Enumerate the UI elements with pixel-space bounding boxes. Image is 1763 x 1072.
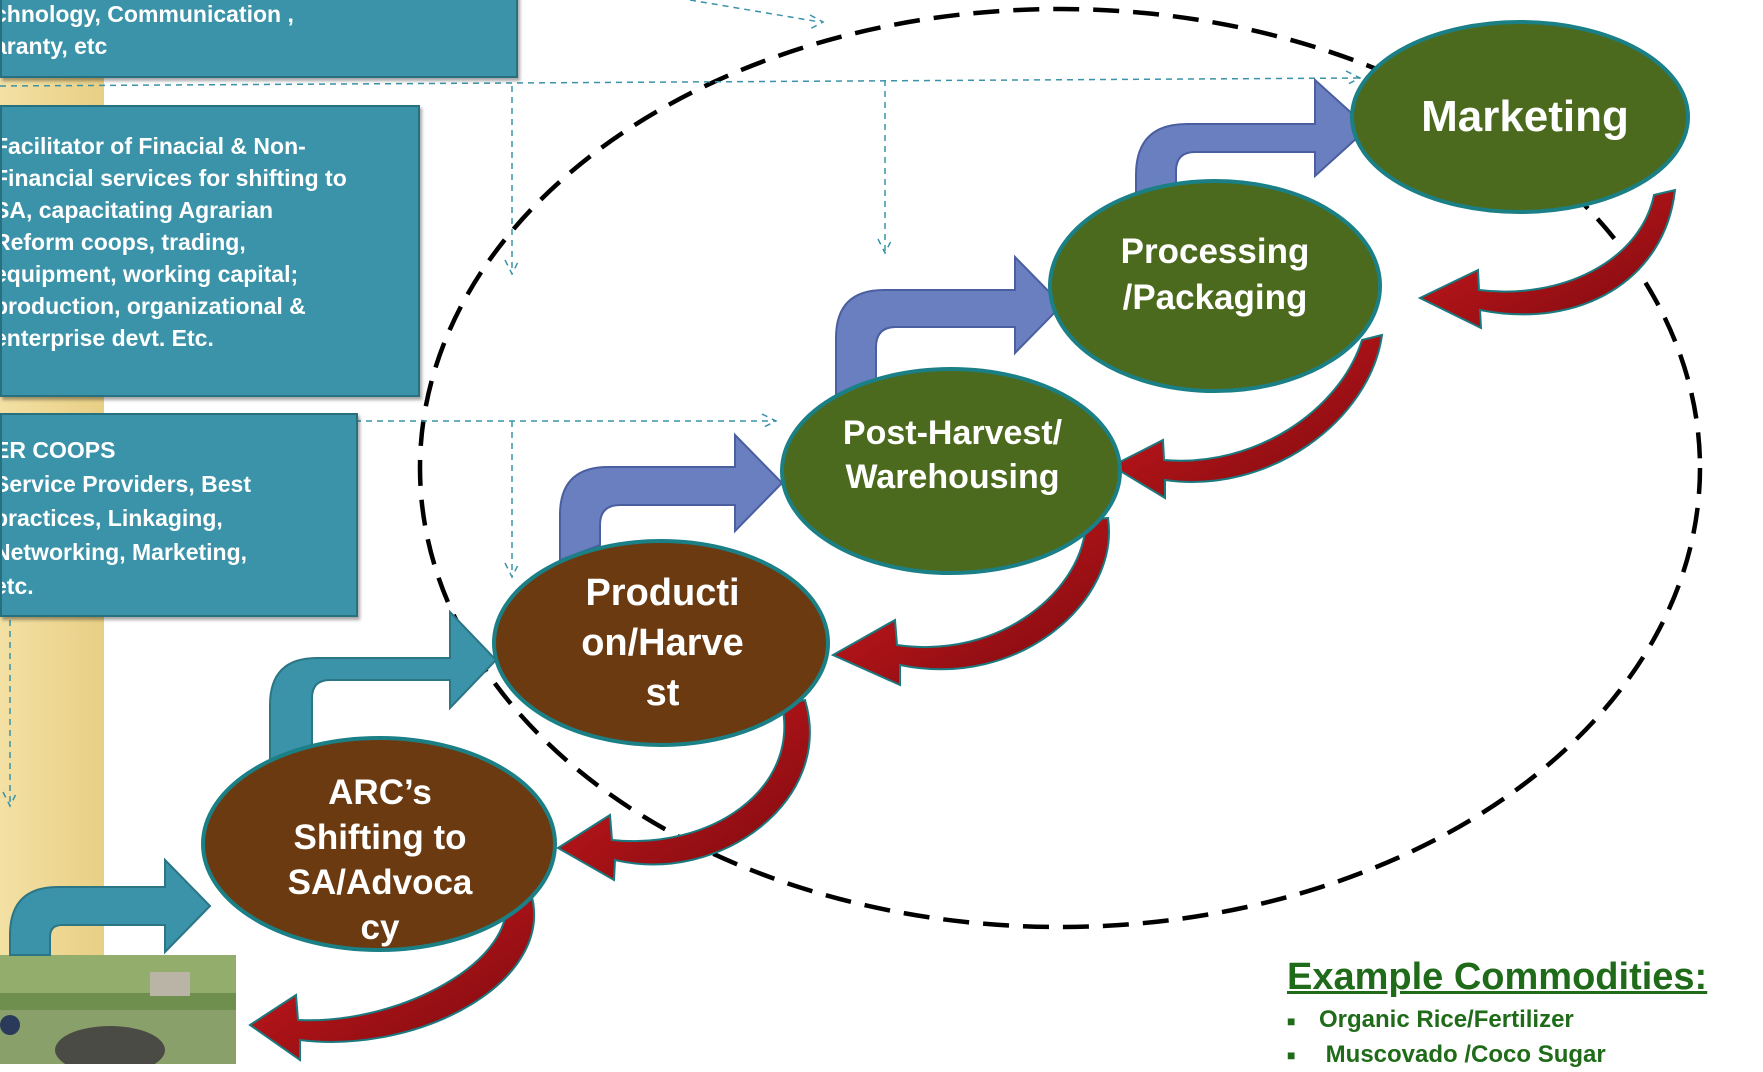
commodity-item-label: Muscovado /Coco Sugar	[1319, 1040, 1606, 1068]
middle-box-line: Facilitator of Finacial & Non-	[0, 133, 306, 159]
middle-box-line: Reform coops, trading,	[0, 229, 246, 255]
bullet-icon: ■	[1287, 1012, 1296, 1029]
stage-label-line: Post-Harvest/	[842, 414, 1063, 452]
top-box-line: chnology, Communication ,	[0, 1, 294, 27]
commodity-item: ■ Muscovado /Coco Sugar	[1287, 1038, 1757, 1072]
top-info-box: chnology, Communication , aranty, etc	[0, 0, 518, 78]
stage-ellipse-postharvest	[780, 367, 1122, 575]
stage-ellipse-arc	[201, 736, 557, 952]
scope-dashed-ellipse	[417, 6, 1703, 930]
middle-box-line: production, organizational &	[0, 293, 306, 319]
lower-info-box: ER COOPS Service Providers, Best practic…	[0, 413, 358, 617]
commodity-list: ■ Organic Rice/Fertilizer ■ Muscovado /Co…	[1287, 1003, 1757, 1072]
flow-arrow-3	[559, 432, 784, 562]
lower-box-line: practices, Linkaging,	[0, 505, 223, 531]
flow-arrow-5	[1135, 77, 1370, 214]
lower-box-line: ER COOPS	[0, 437, 116, 463]
stage-label-line: Warehousing	[845, 458, 1060, 496]
lower-box-line: Service Providers, Best	[0, 471, 251, 497]
top-box-line: aranty, etc	[0, 33, 108, 59]
stage-label-line: Processing	[1120, 232, 1310, 271]
stage-ellipse-marketing	[1350, 20, 1690, 214]
stage-ellipse-production	[492, 539, 830, 747]
example-commodities: Example Commodities: ■ Organic Rice/Ferti…	[1287, 955, 1757, 1072]
commodity-item: ■ Organic Rice/Fertilizer	[1287, 1003, 1757, 1038]
middle-box-line: SA, capacitating Agrarian	[0, 197, 274, 223]
middle-box-line: Financial services for shifting to	[0, 165, 347, 191]
farm-photo	[0, 955, 236, 1064]
stage-label-processing: Processing /Packaging	[1060, 230, 1370, 320]
stage-label-line: on/Harve	[581, 622, 744, 664]
stage-label-postharvest: Post-Harvest/ Warehousing	[790, 410, 1115, 500]
stage-label-line: /Packaging	[1122, 278, 1308, 317]
stage-ellipse-processing	[1048, 179, 1382, 393]
middle-box-line: enterprise devt. Etc.	[0, 325, 214, 351]
stage-label-line: Marketing	[1421, 92, 1629, 141]
bullet-icon: ■	[1287, 1047, 1296, 1064]
feedback-arrow-1	[248, 888, 536, 1062]
stage-label-line: SA/Advoca	[287, 863, 473, 902]
lower-box-line: Networking, Marketing,	[0, 539, 248, 565]
stage-label-line: Shifting to	[293, 818, 467, 857]
middle-info-box: Facilitator of Finacial & Non- Financial…	[0, 105, 420, 397]
feedback-arrow-3	[830, 516, 1110, 687]
stage-label-marketing: Marketing	[1360, 85, 1690, 149]
flow-arrow-1	[9, 857, 212, 956]
middle-box-line: equipment, working capital;	[0, 261, 299, 287]
connector-lines	[0, 0, 1362, 808]
stage-label-production: Producti on/Harve st	[500, 568, 825, 718]
commodity-item-label: Organic Rice/Fertilizer	[1319, 1006, 1574, 1033]
example-commodities-heading: Example Commodities:	[1287, 956, 1708, 998]
feedback-arrow-2	[556, 698, 811, 882]
stage-label-line: Producti	[585, 572, 740, 614]
stage-label-line: ARC’s	[328, 773, 432, 812]
stage-label-line: st	[645, 672, 680, 714]
stage-label-line: cy	[360, 908, 400, 947]
feedback-arrow-5	[1417, 188, 1677, 330]
lower-box-line: etc.	[2, 573, 34, 599]
flow-arrow-4	[835, 254, 1064, 402]
stage-label-arc: ARC’s Shifting to SA/Advoca cy	[220, 770, 540, 950]
